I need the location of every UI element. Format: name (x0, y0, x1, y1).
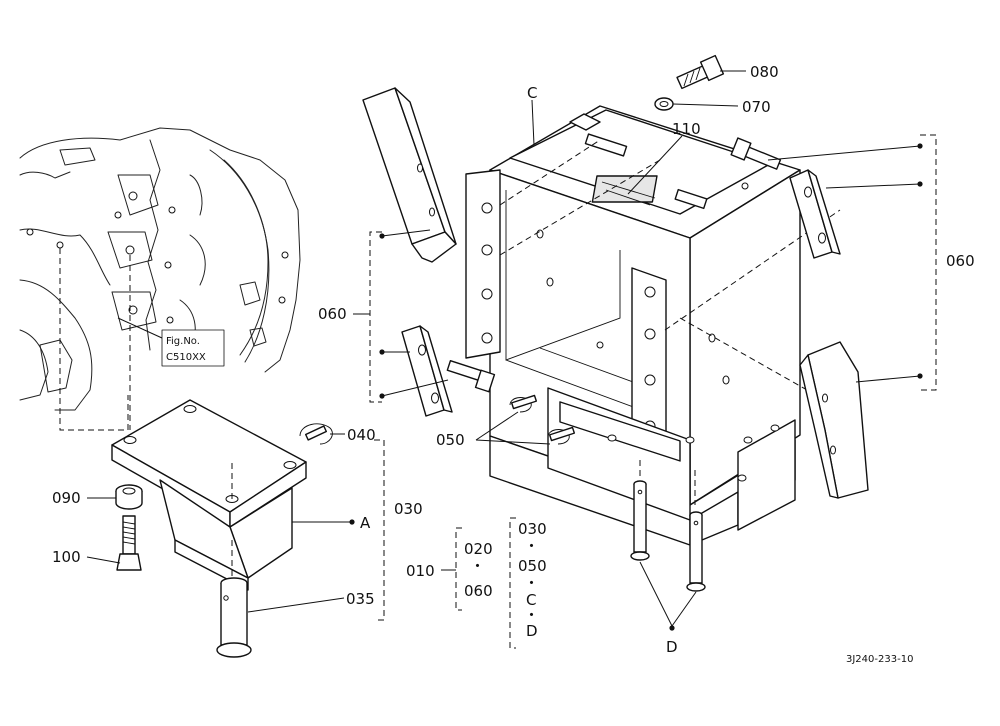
weight-left-upper (362, 87, 457, 263)
lynch-pin-040 (299, 423, 333, 445)
weight-bracket-frame (465, 105, 861, 546)
label-100: 100 (52, 548, 81, 566)
label-050: 050 (436, 431, 465, 449)
weight-right-lower (799, 341, 869, 499)
label-010: 010 (406, 562, 435, 580)
label-a: A (360, 514, 371, 532)
snap-pin-050-lower (547, 426, 576, 445)
label-080: 080 (750, 63, 779, 81)
label-090: 090 (52, 489, 81, 507)
label-050-group: 050 (518, 557, 547, 575)
leader-lines (86, 70, 937, 649)
separator-030-050: ・ (524, 537, 539, 555)
separator-020-060: ・ (470, 557, 485, 575)
label-c-group: C (526, 591, 536, 609)
figure-reference: Fig.No. C510XX (117, 317, 225, 367)
separator-c-d: ・ (524, 606, 539, 624)
label-070: 070 (742, 98, 771, 116)
collar-090 (115, 484, 143, 510)
engine-outline (19, 127, 301, 431)
label-030: 030 (394, 500, 423, 518)
label-d: D (666, 638, 678, 656)
label-030-group: 030 (518, 520, 547, 538)
label-035: 035 (346, 590, 375, 608)
label-060-right: 060 (946, 252, 975, 270)
washer-070 (654, 97, 674, 111)
spacer-060-left (401, 325, 453, 417)
separator-050-c: ・ (524, 574, 539, 592)
bolt-060-upper (730, 137, 782, 170)
label-d-group: D (526, 622, 538, 640)
drawing-number: 3J240-233-10 (846, 654, 913, 665)
part-labels: C 080 070 110 060 060 050 040 030 A 090 … (52, 63, 975, 665)
bolt-060-lower (446, 359, 496, 393)
spacer-060-right (789, 169, 841, 259)
snap-pin-050-upper (509, 394, 538, 413)
fig-no-label: Fig.No. (166, 336, 200, 347)
pin-d-left (630, 480, 650, 561)
label-060-group: 060 (464, 582, 493, 600)
bolt-080 (676, 54, 725, 90)
label-060-left: 060 (318, 305, 347, 323)
pin-035 (216, 577, 252, 658)
label-110: 110 (672, 120, 701, 138)
label-040: 040 (347, 426, 376, 444)
pin-d-right (686, 511, 706, 592)
bolt-100 (116, 515, 142, 571)
bracket-030 (111, 399, 307, 591)
label-c: C (527, 84, 537, 102)
fig-no-value: C510XX (166, 352, 206, 363)
label-020: 020 (464, 540, 493, 558)
